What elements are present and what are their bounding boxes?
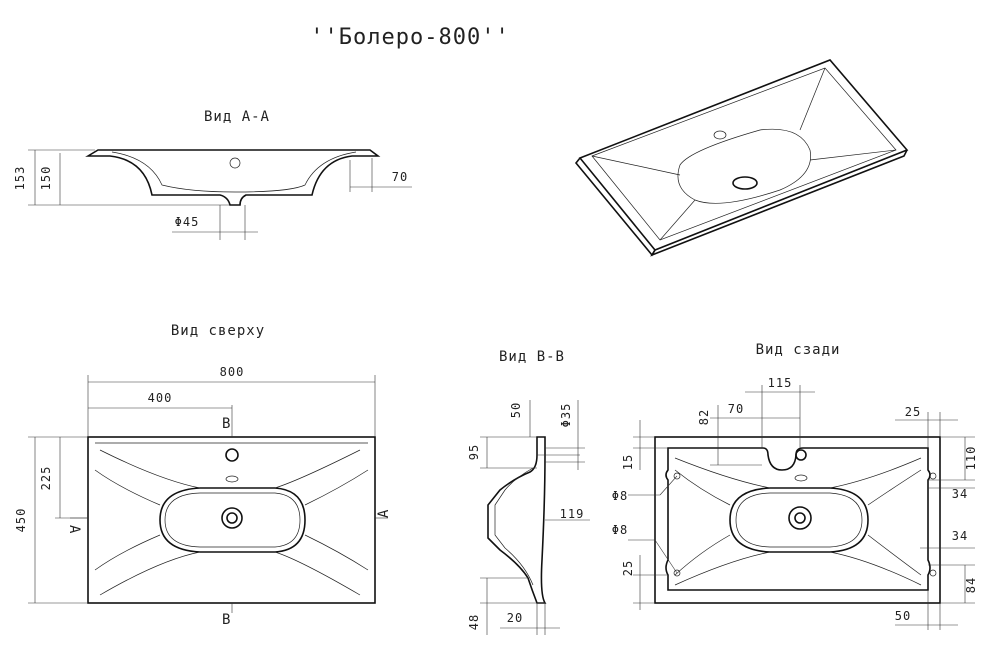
top-view-tap-hole [225,448,239,462]
dim-82: 82 [697,409,711,425]
top-view-outline [87,436,376,604]
section-bb-profile [487,436,547,604]
dim-25-left: 25 [621,560,635,576]
section-aa-label: Вид А-А [204,109,270,125]
dim-diam-8-bottom: Φ8 [612,523,628,537]
rear-view-drain [788,506,812,530]
dim-70-rear: 70 [728,402,744,416]
section-aa-view: Вид А-А 153 150 70 Φ45 [13,109,412,240]
dim-225: 225 [39,466,53,491]
section-mark-b-bottom: В [222,612,231,628]
rear-view: Вид сзади 115 70 82 25 15 [612,342,978,630]
dim-110: 110 [964,446,978,471]
dim-800: 800 [220,365,245,379]
dim-84: 84 [964,577,978,593]
dim-115: 115 [768,376,793,390]
top-view-drain [221,507,243,529]
dim-50: 50 [509,402,523,418]
dim-95: 95 [467,444,481,460]
rear-view-label: Вид сзади [756,342,841,358]
dim-153: 153 [13,166,27,191]
section-mark-b-top: В [222,416,231,432]
rear-view-bowl [729,487,869,553]
dim-diam-45: Φ45 [175,215,200,229]
dim-50-bottom: 50 [895,609,911,623]
dim-450: 450 [14,508,28,533]
top-view-bowl [159,487,306,553]
top-view-label: Вид сверху [171,323,265,339]
rear-view-inner-outline [665,447,931,591]
iso-bowl [677,128,811,204]
dim-400: 400 [148,391,173,405]
section-mark-a-right: А [376,509,392,518]
section-aa-drain [229,157,241,169]
dim-119: 119 [560,507,585,521]
dim-diam-35: Φ35 [559,403,573,428]
section-aa-profile [85,149,381,206]
rear-view-tap-hole [795,449,807,461]
dim-34-top: 34 [952,487,968,501]
section-aa-inner-line [111,151,357,193]
rear-view-outline [654,436,941,604]
dim-150: 150 [39,166,53,191]
isometric-view [574,59,909,257]
section-bb-label: Вид В-В [499,349,565,365]
dim-34-bottom: 34 [952,529,968,543]
dim-diam-8-top: Φ8 [612,489,628,503]
drawing-title: ''Болеро-800'' [310,25,509,50]
dim-48: 48 [467,614,481,630]
dim-25-top: 25 [905,405,921,419]
dim-70: 70 [392,170,408,184]
dim-20: 20 [507,611,523,625]
section-mark-a-left: А [66,525,82,534]
dim-15: 15 [621,454,635,470]
section-bb-view: Вид В-В 95 50 Φ35 119 48 20 [467,349,590,635]
top-view: Вид сверху В В А А 800 400 450 225 [14,323,392,628]
iso-outline [578,59,909,251]
